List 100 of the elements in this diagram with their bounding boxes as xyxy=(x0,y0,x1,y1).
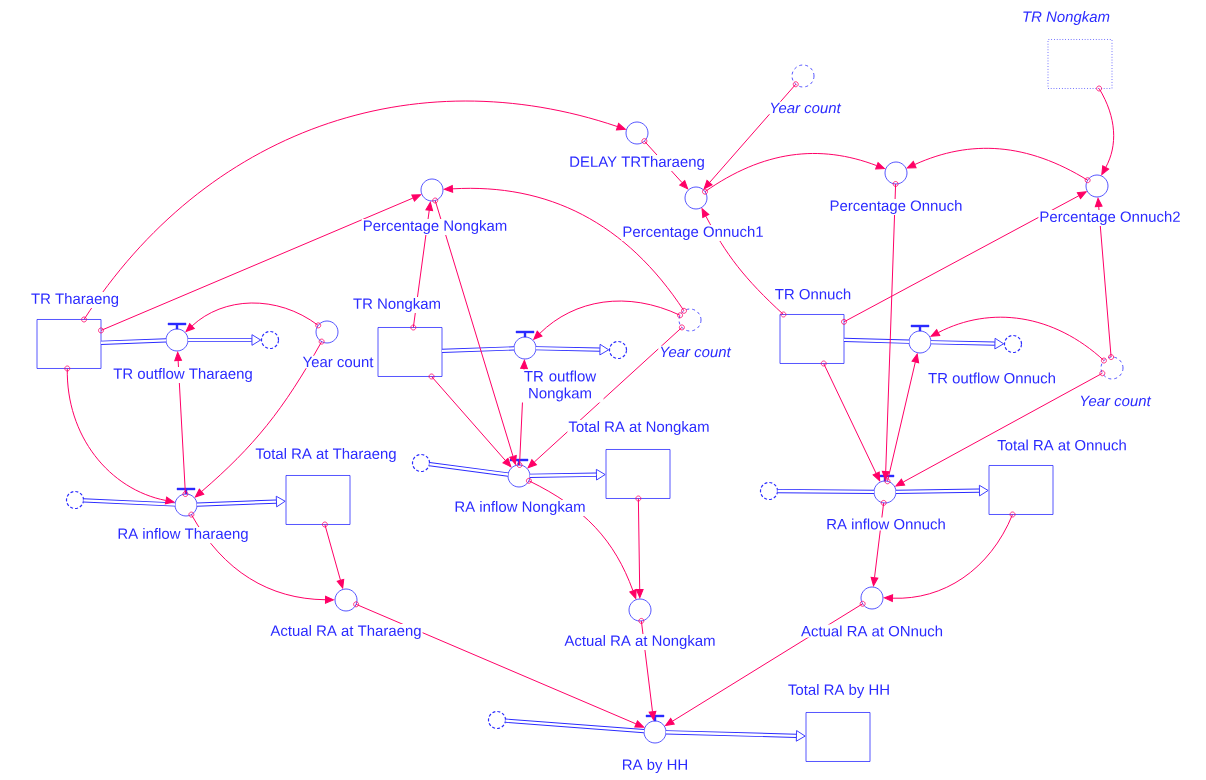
link-origin-mark xyxy=(641,138,648,145)
variable-circle xyxy=(420,178,444,202)
variable-label: Year count xyxy=(1078,394,1152,408)
link-arrow xyxy=(83,100,626,320)
link-arrow xyxy=(355,603,645,728)
variable-label: Actual RA at ONnuch xyxy=(800,624,944,638)
link-origin-mark xyxy=(432,197,439,204)
link-origin-mark xyxy=(321,521,328,528)
node-label: TR outflow Nongkam xyxy=(524,370,597,402)
link-origin-mark xyxy=(64,365,71,372)
variable-label: TR Tharaeng xyxy=(30,292,121,308)
link-origin-mark xyxy=(679,324,685,331)
cloud-symbol xyxy=(608,340,628,360)
link-arrow xyxy=(635,498,644,599)
shadow-variable-circle xyxy=(1100,356,1124,380)
flow-pipe xyxy=(895,484,989,497)
link-origin-mark xyxy=(677,312,683,319)
variable-circle xyxy=(315,320,339,344)
link-origin-mark xyxy=(702,188,708,195)
flow-valve xyxy=(873,474,897,504)
variable-label: TR outflow Nongkam xyxy=(516,369,604,403)
variable-circle xyxy=(625,121,649,145)
variable-label: Percentage Onnuch1 xyxy=(621,225,765,241)
link-origin-mark xyxy=(428,373,435,380)
link-arrow xyxy=(887,353,920,482)
variable-label: Percentage Onnuch xyxy=(828,199,964,215)
link-arrow xyxy=(881,183,897,481)
link-origin-mark xyxy=(318,338,325,345)
stock-box xyxy=(605,449,671,499)
shadow-stock-box xyxy=(1047,39,1113,89)
variable-label: Year count xyxy=(301,355,375,369)
flow-valve xyxy=(908,324,932,354)
flow-pipe xyxy=(665,730,806,742)
cloud-symbol xyxy=(260,330,280,350)
shadow-variable-circle xyxy=(678,308,702,332)
link-origin-mark xyxy=(1084,177,1091,184)
link-arrow xyxy=(843,191,1087,323)
link-arrow xyxy=(527,326,683,469)
stock-box xyxy=(285,475,351,525)
variable-label: Percentage Nongkam xyxy=(361,219,509,235)
variable-circle xyxy=(884,161,908,185)
flow-valve xyxy=(165,322,189,352)
variable-circle xyxy=(1085,174,1109,198)
variable-label: TR Nongkam xyxy=(352,297,442,313)
flow-pipe xyxy=(930,337,1005,350)
link-origin-mark xyxy=(1009,511,1016,518)
variable-label: RA inflow Tharaeng xyxy=(116,527,250,543)
variable-label: TR outflow Onnuch xyxy=(927,371,1057,385)
link-origin-mark xyxy=(353,601,359,608)
flow-valve xyxy=(507,458,531,488)
variable-label: Year count xyxy=(768,101,842,115)
flow-pipe xyxy=(843,337,910,344)
link-origin-mark xyxy=(526,477,532,484)
shadow-variable-circle xyxy=(791,64,815,88)
stock-box xyxy=(36,319,102,369)
stock-box xyxy=(377,327,443,377)
flow-pipe xyxy=(100,338,167,345)
link-origin-mark xyxy=(410,324,417,331)
flow-pipe xyxy=(441,346,515,353)
link-origin-mark xyxy=(780,311,787,318)
link-origin-mark xyxy=(98,327,104,334)
variable-label: RA by HH xyxy=(620,758,690,774)
link-origin-mark xyxy=(792,81,799,88)
link-origin-mark xyxy=(638,618,645,624)
link-arrow xyxy=(533,300,681,340)
link-origin-mark xyxy=(516,462,523,468)
variable-label: RA inflow Nongkam xyxy=(453,500,587,516)
link-arrow xyxy=(703,83,797,190)
link-arrow xyxy=(194,341,323,498)
variable-circle xyxy=(860,586,884,610)
link-origin-mark xyxy=(182,491,189,497)
link-origin-mark xyxy=(1108,354,1114,360)
link-arrow xyxy=(906,147,1089,181)
variable-label: Total RA at Tharaeng xyxy=(254,447,398,463)
link-arrow xyxy=(823,363,881,482)
link-arrow xyxy=(100,194,422,331)
variable-label: Year count xyxy=(658,345,732,359)
variable-label: Actual RA at Nongkam xyxy=(563,634,717,650)
link-origin-mark xyxy=(81,316,87,323)
stock-box xyxy=(805,712,871,762)
variable-label: Actual RA at Tharaeng xyxy=(269,624,423,640)
link-origin-mark xyxy=(884,478,891,485)
variable-label: TR outflow Tharaeng xyxy=(112,367,254,383)
variable-circle xyxy=(628,598,652,622)
flow-pipe xyxy=(535,343,610,356)
link-arrow xyxy=(701,208,784,315)
link-arrow xyxy=(1098,88,1115,176)
cloud-symbol xyxy=(65,490,85,510)
variable-label: Total RA at Nongkam xyxy=(567,420,711,436)
link-origin-mark xyxy=(880,500,887,506)
link-origin-mark xyxy=(1096,85,1102,92)
stock-box xyxy=(779,314,845,364)
variable-label: RA inflow Onnuch xyxy=(825,517,947,531)
flow-pipe xyxy=(429,462,509,477)
flow-valve xyxy=(513,330,537,360)
link-origin-mark xyxy=(1099,370,1106,377)
link-arrow xyxy=(190,514,335,604)
link-arrow xyxy=(174,351,186,495)
link-origin-mark xyxy=(188,511,195,518)
variable-label: TR Nongkam xyxy=(1021,10,1111,26)
